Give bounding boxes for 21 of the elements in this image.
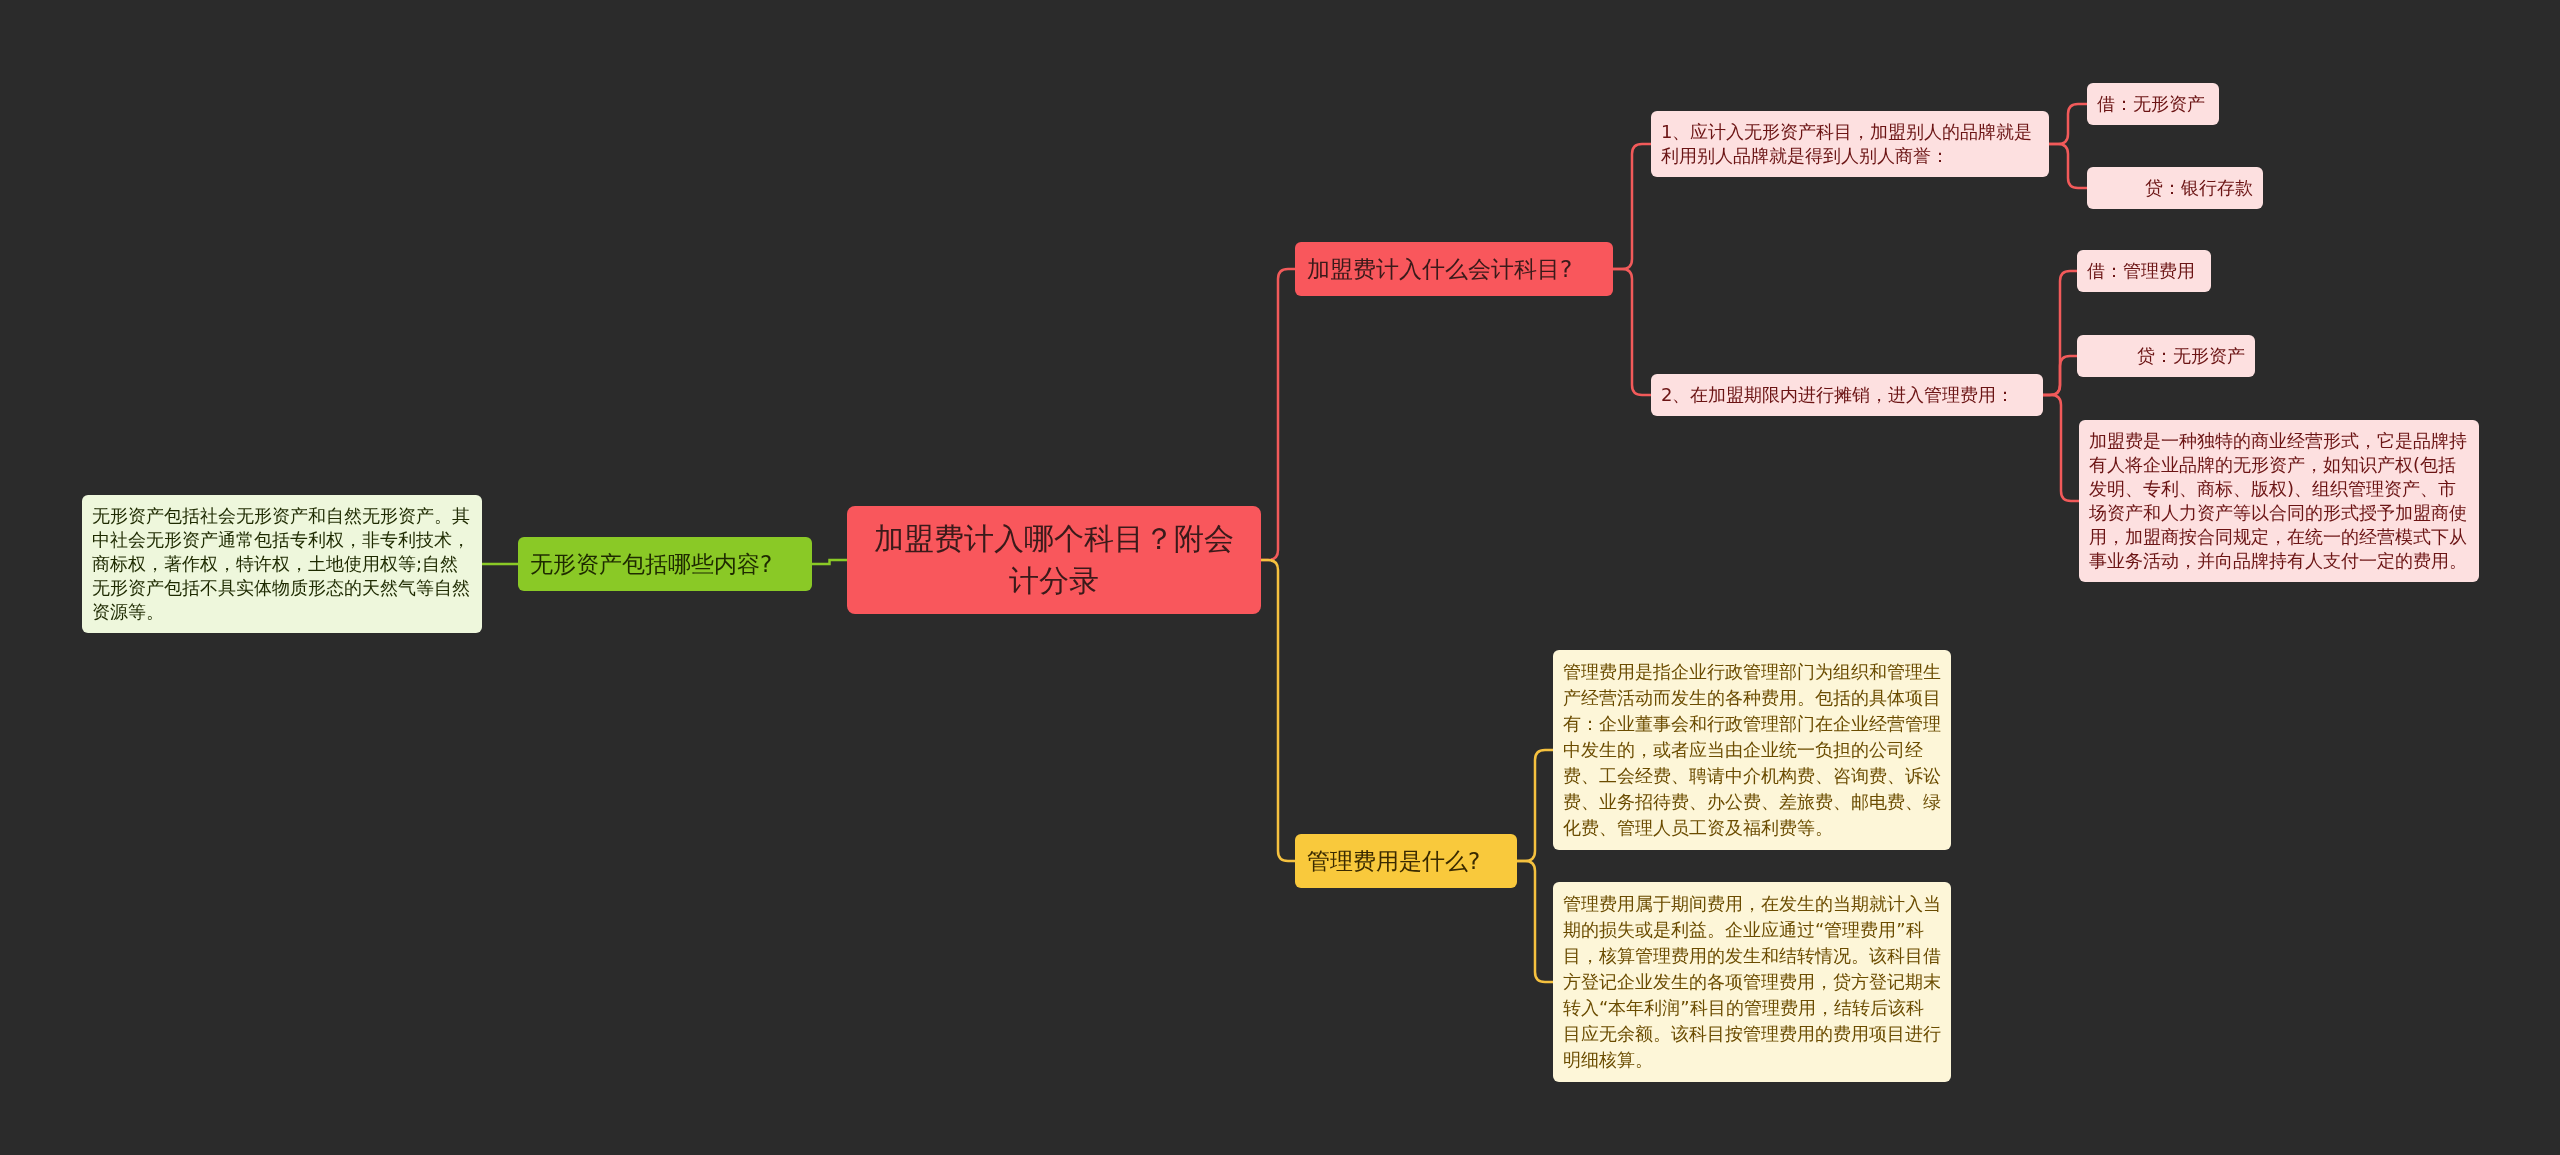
connector-line (2049, 142, 2087, 190)
subtopic-box: 贷：银行存款 (2087, 167, 2263, 209)
topic-box: 管理费用是什么? (1295, 834, 1517, 888)
note-box: 管理费用属于期间费用，在发生的当期就计入当期的损失或是利益。企业应通过“管理费用”科目，核算管理费用的发生和结转情况。该科目借方登记企业发生的各项管理费用，贷方登记期末转入“本年利润”科目的管理费用，结转后该科目应无余额。该科目按管理费用的费用项目进行明细核算。 (1553, 882, 1951, 1082)
subtopic-box: 借：无形资产 (2087, 83, 2219, 125)
connector-line (1517, 859, 1553, 984)
connector-line (2043, 393, 2079, 503)
note-box: 加盟费是一种独特的商业经营形式，它是品牌持有人将企业品牌的无形资产，如知识产权(包括发明、专利、商标、版权)、组织管理资产、市场资产和人力资产等以合同的形式授予加盟商使用，加盟商按合同规定，在统一的经营模式下从事业务活动，并向品牌持有人支付一定的费用。 (2079, 420, 2479, 582)
note-box: 管理费用是指企业行政管理部门为组织和管理生产经营活动而发生的各种费用。包括的具体项目有：企业董事会和行政管理部门在企业经营管理中发生的，或者应当由企业统一负担的公司经费、工会经费、聘请中介机构费、咨询费、诉讼费、业务招待费、办公费、差旅费、邮电费、绿化费、管理人员工资及福利费等。 (1553, 650, 1951, 850)
topic-box: 无形资产包括哪些内容? (518, 537, 812, 591)
subtopic-box: 贷：无形资产 (2077, 335, 2255, 377)
connector-line (1261, 558, 1295, 863)
connector-line (482, 562, 518, 566)
subtopic-box: 借：管理费用 (2077, 250, 2211, 292)
note-box: 无形资产包括社会无形资产和自然无形资产。其中社会无形资产通常包括专利权，非专利技术，商标权，著作权，特许权，土地使用权等;自然无形资产包括不具实体物质形态的天然气等自然资源等。 (82, 495, 482, 633)
topic-box: 加盟费计入什么会计科目? (1295, 242, 1613, 296)
subtopic-box: 2、在加盟期限内进行摊销，进入管理费用： (1651, 374, 2043, 416)
connector-line (1613, 267, 1651, 397)
connector-line (812, 558, 847, 566)
central-topic-box: 加盟费计入哪个科目？附会计分录 (847, 506, 1261, 614)
subtopic-box: 1、应计入无形资产科目，加盟别人的品牌就是利用别人品牌就是得到人别人商誉： (1651, 111, 2049, 177)
